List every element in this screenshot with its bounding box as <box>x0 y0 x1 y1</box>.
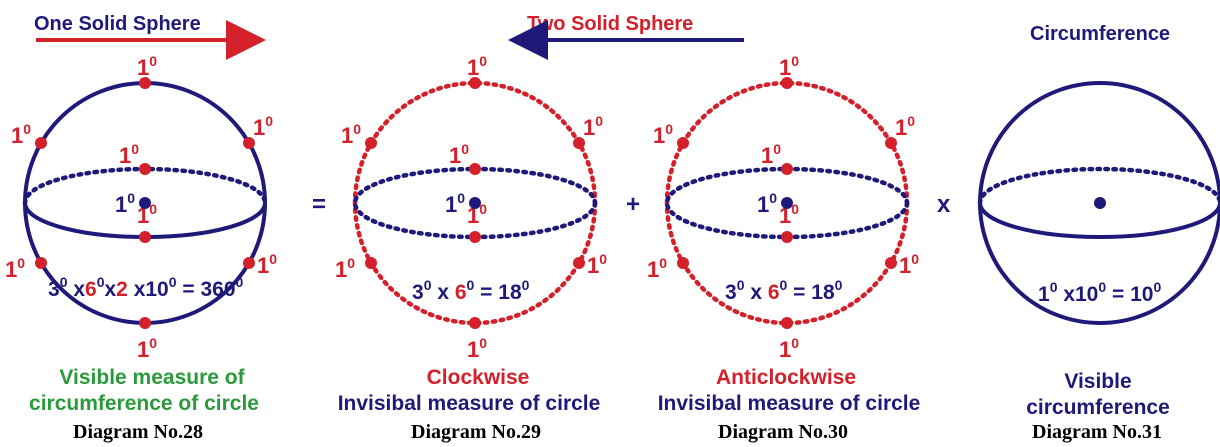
degree-label: 10 <box>5 255 25 282</box>
degree-point <box>139 163 151 175</box>
center-dot <box>469 197 481 209</box>
degree-point <box>365 137 377 149</box>
header-two-solid-sphere: Two Solid Sphere <box>527 13 693 35</box>
degree-label: 10 <box>335 255 355 282</box>
degree-label: 10 <box>779 201 799 228</box>
degree-point <box>885 137 897 149</box>
equals-operator: = <box>312 191 326 218</box>
degree-label: 10 <box>761 141 781 168</box>
diagram-number-31: Diagram No.31 <box>1032 421 1162 443</box>
degree-point <box>781 317 793 329</box>
caption-d28-line1: Visible measure of <box>59 366 245 389</box>
caption-d31-line2: circumference <box>1026 396 1170 419</box>
degree-point <box>469 163 481 175</box>
degree-label: 10 <box>253 113 273 140</box>
degree-point <box>885 257 897 269</box>
diagram-number-28: Diagram No.28 <box>73 421 203 443</box>
caption-d29-line2: Invisibal measure of circle <box>338 392 601 415</box>
degree-label: 10 <box>899 251 919 278</box>
degree-label: 10 <box>779 53 799 80</box>
degree-label: 10 <box>653 121 673 148</box>
equator-front <box>978 202 1220 239</box>
degree-label: 10 <box>137 335 157 362</box>
degree-point <box>677 137 689 149</box>
caption-d28-line2: circumference of circle <box>29 392 259 415</box>
degree-label: 10 <box>11 121 31 148</box>
degree-label: 10 <box>583 113 603 140</box>
degree-point <box>781 163 793 175</box>
degree-label: 10 <box>257 251 277 278</box>
degree-point <box>469 231 481 243</box>
degree-point <box>781 77 793 89</box>
degree-point <box>139 77 151 89</box>
degree-point <box>139 317 151 329</box>
degree-point <box>365 257 377 269</box>
center-dot <box>139 197 151 209</box>
header-circumference: Circumference <box>1030 23 1170 45</box>
diagram-number-29: Diagram No.29 <box>411 421 541 443</box>
formula-layer: 30 x60x2 x100 = 3600 30 x 60 = 180 30 x 60… <box>48 274 1161 306</box>
caption-d29-line1: Clockwise <box>427 366 530 389</box>
center-dot <box>781 197 793 209</box>
degree-label: 10 <box>467 201 487 228</box>
degree-label: 10 <box>137 201 157 228</box>
degree-point <box>469 77 481 89</box>
degree-label: 10 <box>341 121 361 148</box>
formula-d30: 30 x 60 = 180 <box>725 277 843 304</box>
formula-d31: 10 x100 = 100 <box>1038 279 1161 306</box>
degree-label: 10 <box>467 53 487 80</box>
degree-label: 10 <box>449 141 469 168</box>
degree-label: 10 <box>119 141 139 168</box>
degree-label: 10 <box>895 113 915 140</box>
center-degree-label: 10 <box>115 190 135 217</box>
degree-point <box>469 317 481 329</box>
degree-point <box>139 231 151 243</box>
times-operator: x <box>937 191 951 218</box>
formula-d29: 30 x 60 = 180 <box>412 277 530 304</box>
degree-point <box>35 257 47 269</box>
caption-d30-line1: Anticlockwise <box>716 366 856 389</box>
center-degree-label: 10 <box>757 190 777 217</box>
degree-point <box>677 257 689 269</box>
equator-back <box>977 166 1220 206</box>
degree-point <box>573 137 585 149</box>
center-dot <box>1094 197 1106 209</box>
degree-point <box>573 257 585 269</box>
degree-point <box>243 257 255 269</box>
plus-operator: + <box>626 191 640 218</box>
formula-d28: 30 x60x2 x100 = 3600 <box>48 274 244 301</box>
diagram-number-30: Diagram No.30 <box>718 421 848 443</box>
header-one-solid-sphere: One Solid Sphere <box>34 13 201 35</box>
sphere-diagram-31 <box>977 81 1220 325</box>
degree-label: 10 <box>137 53 157 80</box>
degree-label: 10 <box>779 335 799 362</box>
degree-point <box>35 137 47 149</box>
degree-label: 10 <box>467 335 487 362</box>
caption-d30-line2: Invisibal measure of circle <box>658 392 921 415</box>
degree-point <box>781 231 793 243</box>
degree-label: 10 <box>587 251 607 278</box>
caption-d31-line1: Visible <box>1064 370 1131 393</box>
degree-point <box>243 137 255 149</box>
center-degree-label: 10 <box>445 190 465 217</box>
degree-label: 10 <box>647 255 667 282</box>
